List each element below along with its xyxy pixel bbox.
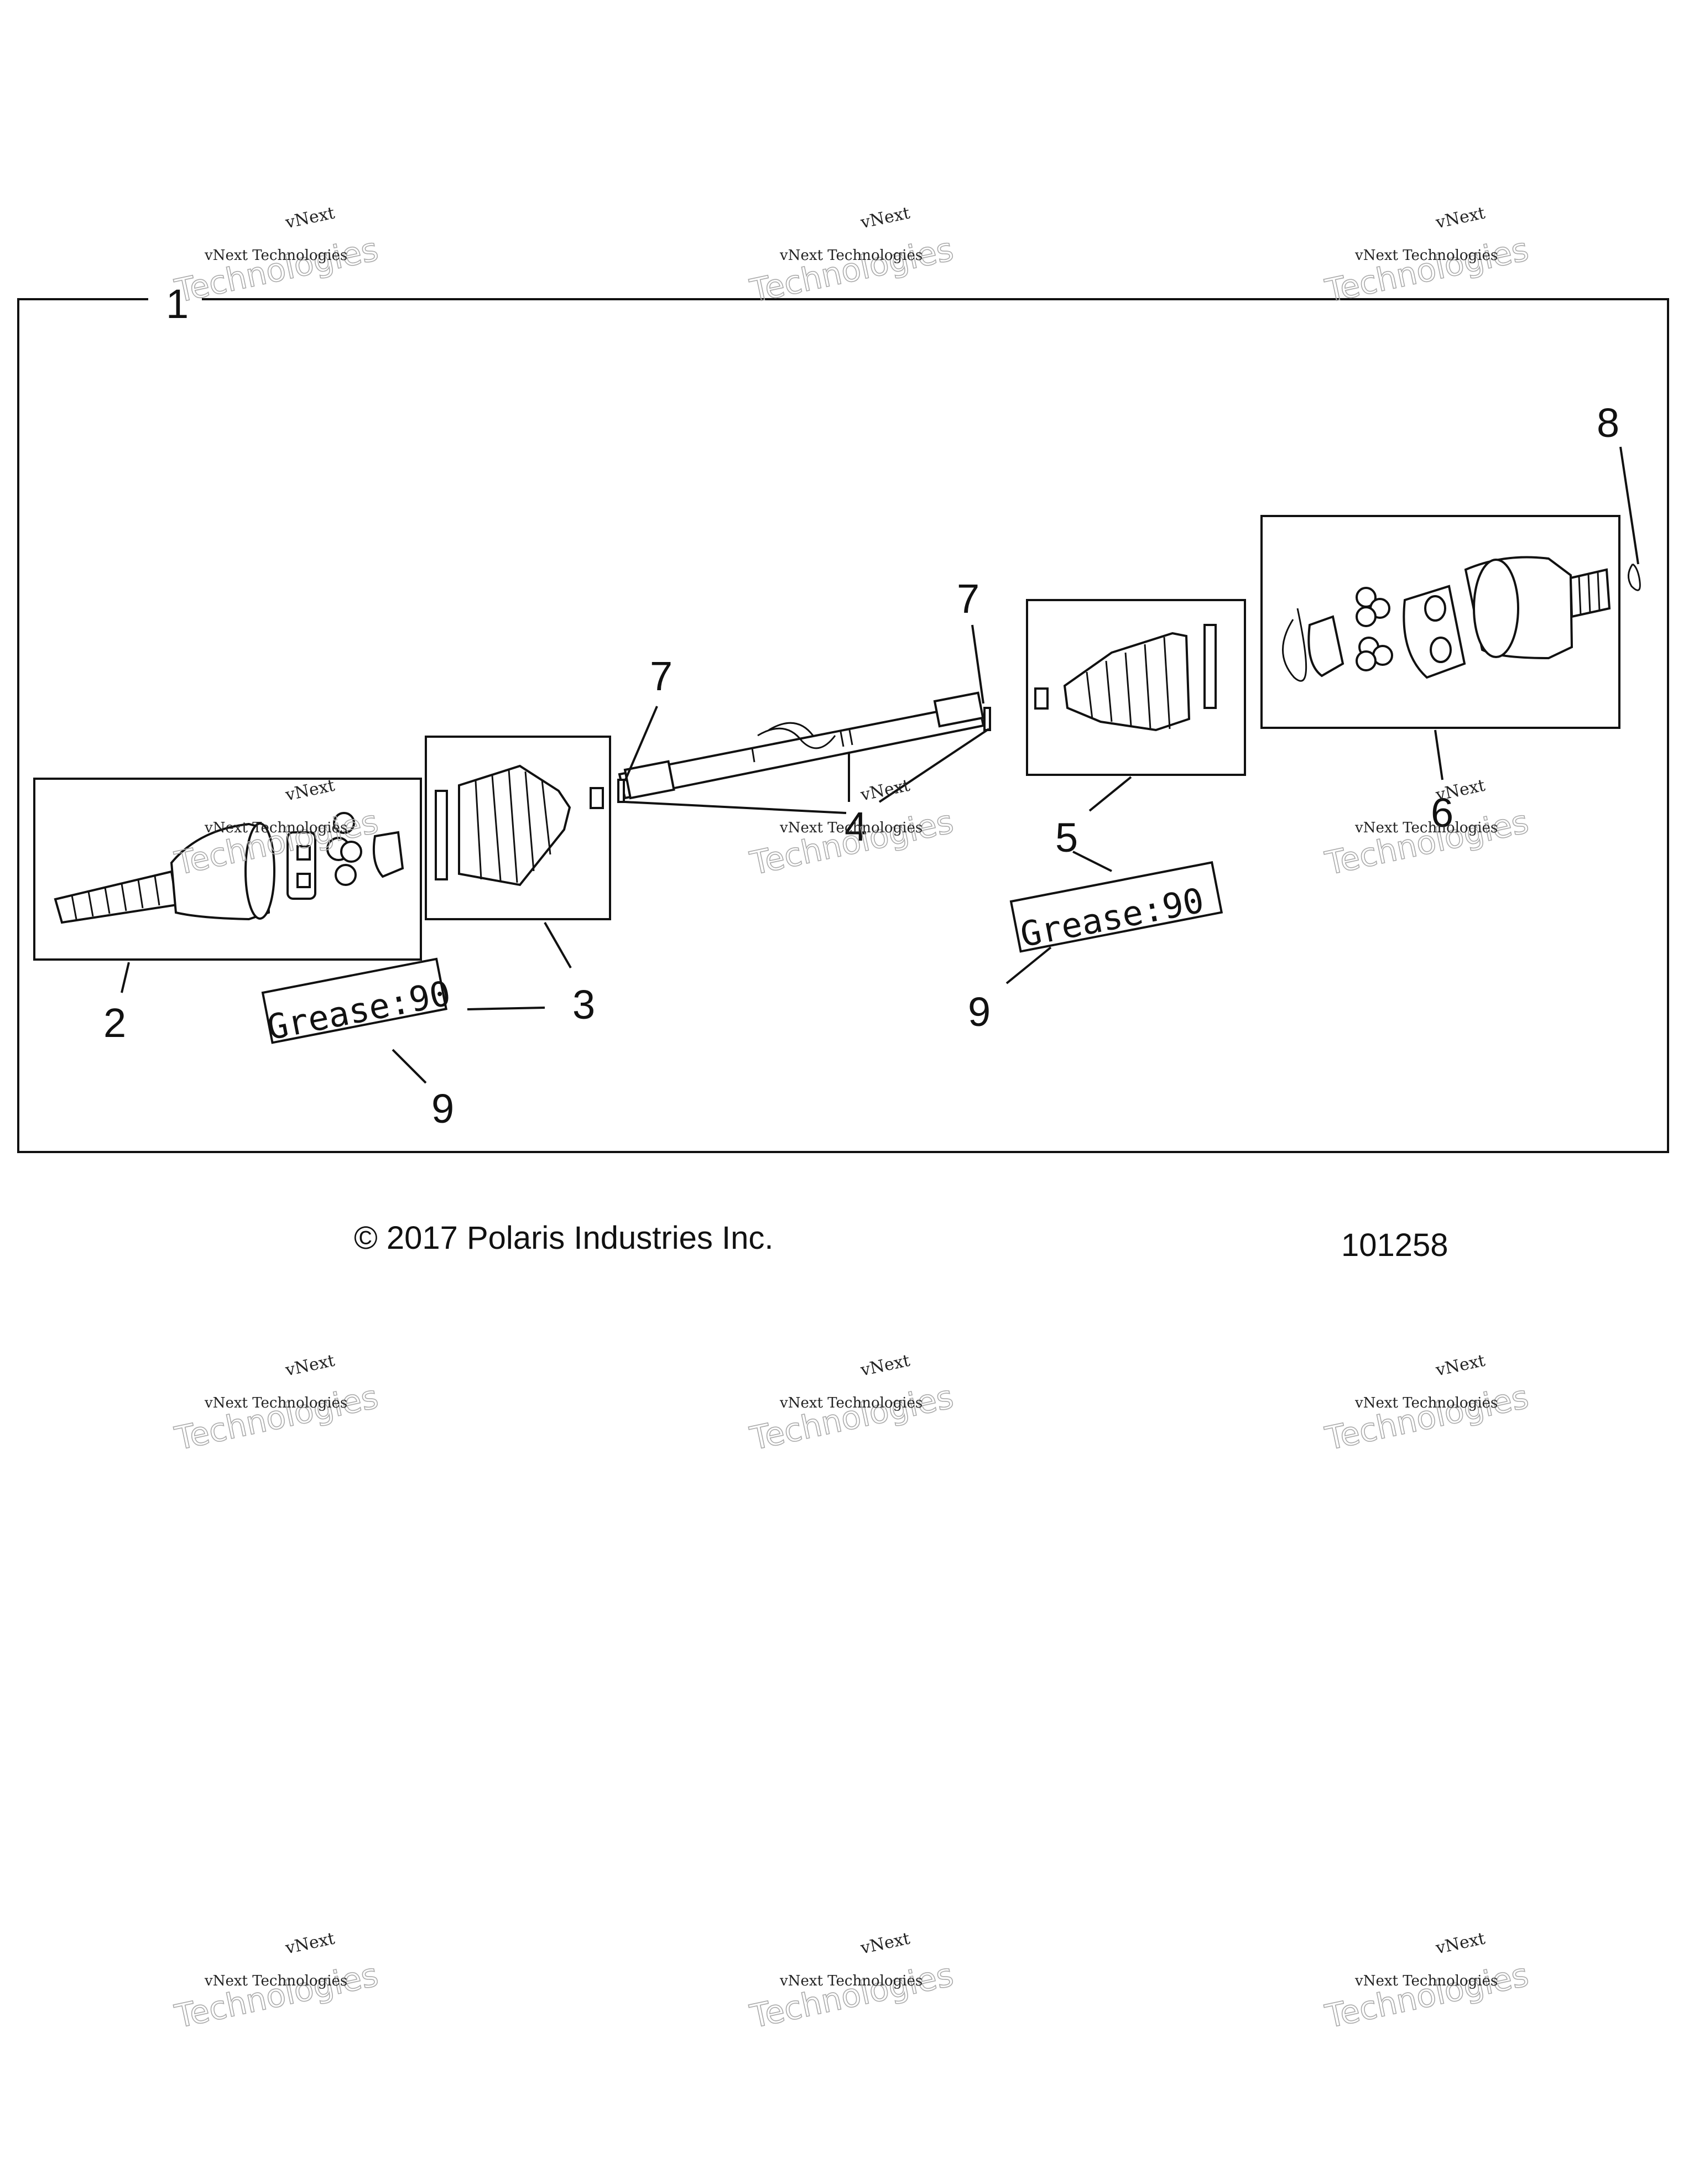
snap-ring-right <box>983 707 991 731</box>
watermark-text: vNext Technologies <box>779 1395 923 1411</box>
watermark-text: vNext <box>283 1351 336 1380</box>
axle-shaft-drawing <box>618 691 985 800</box>
watermark-text: vNext <box>1434 204 1487 233</box>
watermark-text: Technologies <box>171 1378 382 1457</box>
callout-1: 1 <box>166 281 189 327</box>
watermark-text: vNext Technologies <box>204 247 347 264</box>
watermark-text: vNext <box>283 204 336 233</box>
watermark-text: vNext Technologies <box>1354 247 1498 264</box>
watermark-text: vNext <box>1434 776 1487 805</box>
leader-lines <box>121 446 1639 1084</box>
snap-ring-left <box>617 779 625 803</box>
watermark-text: Technologies <box>747 230 957 310</box>
callout-7-right: 7 <box>957 576 979 622</box>
watermark-text: vNext <box>858 1351 911 1380</box>
watermark-text: vNext Technologies <box>204 1973 347 1989</box>
watermark-text: Technologies <box>1322 230 1532 310</box>
watermark-text: vNext Technologies <box>779 247 923 264</box>
inner-cv-joint-box <box>1260 515 1620 729</box>
watermark-text: vNext <box>1434 1929 1487 1958</box>
outer-cv-joint-drawing <box>54 812 404 924</box>
watermark-text: vNext Technologies <box>779 1973 923 1989</box>
callout-3: 3 <box>572 982 595 1028</box>
figure-number: 101258 <box>1341 1227 1448 1263</box>
watermark-text: vNext Technologies <box>1354 820 1498 836</box>
grease-label-right-text: Grease:90 <box>1017 880 1207 955</box>
callout-9-left: 9 <box>431 1086 454 1132</box>
boot-kit-left-box <box>425 736 611 920</box>
watermark-text: vNext <box>858 776 911 805</box>
callout-2: 2 <box>103 1000 126 1046</box>
watermark-text: vNext Technologies <box>779 820 923 836</box>
retaining-ring <box>1628 563 1641 591</box>
watermark-text: vNext <box>858 204 911 233</box>
inner-cv-joint-drawing <box>1282 556 1611 682</box>
grease-label-left: Grease:90 <box>261 957 454 1048</box>
callout-8: 8 <box>1597 400 1619 446</box>
watermark-text: Technologies <box>171 1956 382 2035</box>
boot-kit-right-drawing <box>1034 624 1217 732</box>
watermark-text: vNext Technologies <box>1354 1395 1498 1411</box>
callout-4: 4 <box>845 804 867 849</box>
callout-6: 6 <box>1431 790 1453 836</box>
outer-cv-joint-box <box>33 778 422 961</box>
watermark-text: vNext Technologies <box>204 1395 347 1411</box>
grease-label-left-text: Grease:90 <box>264 973 454 1048</box>
watermark-text: Technologies <box>171 230 382 310</box>
boot-kit-right-box <box>1026 599 1246 776</box>
watermark-text: Technologies <box>1322 1378 1532 1457</box>
watermark-text: Technologies <box>1322 802 1532 882</box>
watermark-text: Technologies <box>747 1378 957 1457</box>
watermark-text: vNext <box>858 1929 911 1958</box>
copyright-notice: © 2017 Polaris Industries Inc. <box>354 1220 774 1256</box>
callout-9-right: 9 <box>968 989 991 1035</box>
watermark-text: vNext <box>283 776 336 805</box>
callout-5: 5 <box>1055 815 1078 861</box>
watermark-text: vNext Technologies <box>204 820 347 836</box>
watermark-text: Technologies <box>747 1956 957 2035</box>
callout-7-left: 7 <box>650 653 673 699</box>
grease-label-right: Grease:90 <box>1009 861 1223 955</box>
watermark-text: vNext Technologies <box>1354 1973 1498 1989</box>
assembly-frame <box>17 298 1669 1153</box>
watermark-text: vNext <box>1434 1351 1487 1380</box>
watermark-text: vNext <box>283 1929 336 1958</box>
watermark-text: Technologies <box>1322 1956 1532 2035</box>
boot-kit-left-drawing <box>435 764 604 887</box>
